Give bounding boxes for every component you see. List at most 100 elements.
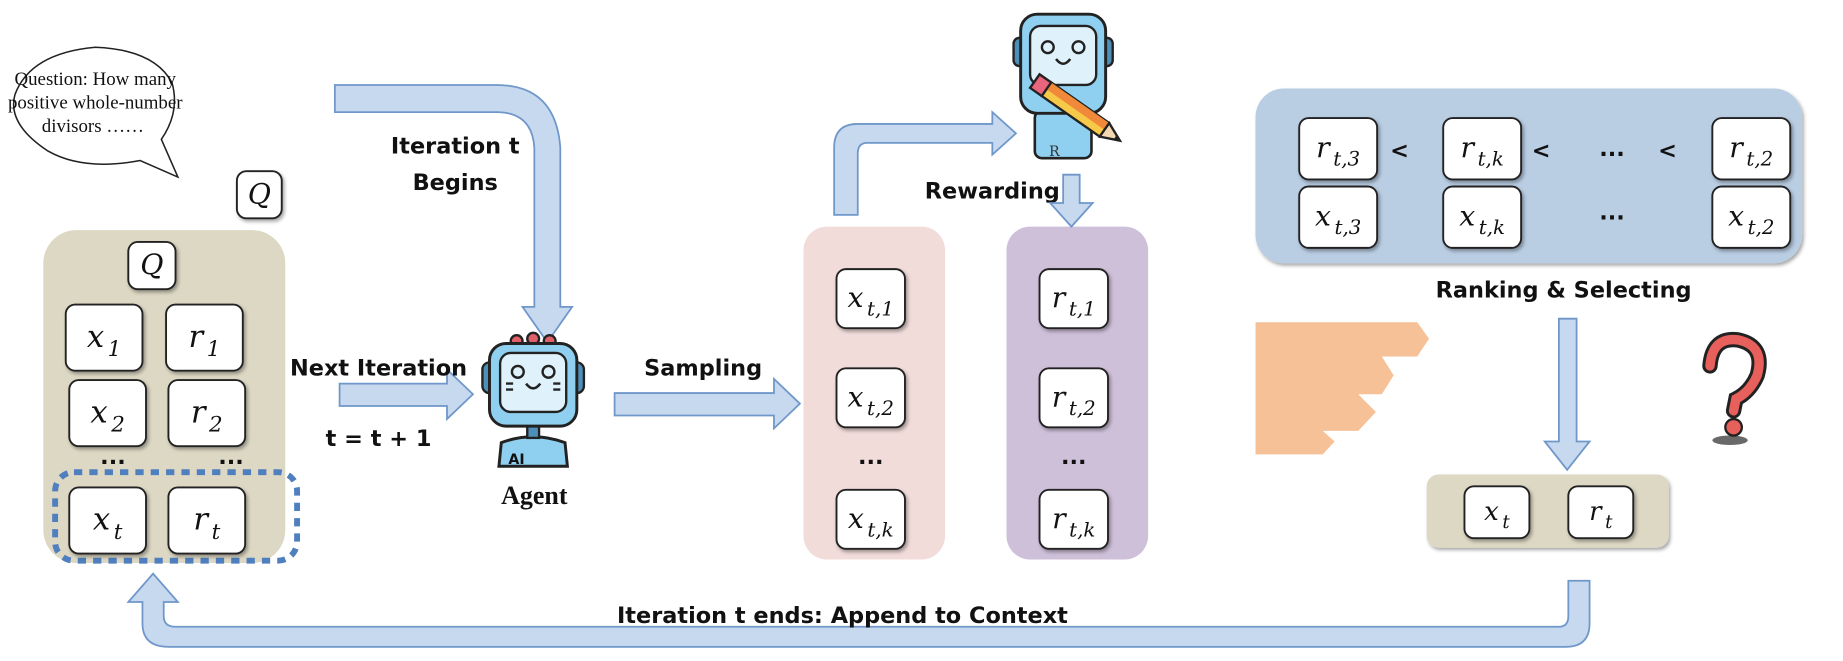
- math-symbol: Q: [248, 177, 271, 210]
- question-q-box: Q: [235, 170, 283, 220]
- speech-bubble-icon: [12, 46, 180, 179]
- math-subscript: t,1: [867, 298, 894, 321]
- box-frame: [1463, 485, 1531, 540]
- math-variable: x: [1459, 200, 1475, 233]
- box-frame: [1442, 185, 1523, 249]
- rewards-ellipsis: ...: [1061, 444, 1087, 470]
- box-frame: [68, 379, 147, 448]
- box-frame: [1567, 485, 1635, 540]
- math-subscript: 2: [208, 413, 223, 438]
- agent-label: Agent: [501, 481, 568, 510]
- math-subscript: t: [212, 520, 221, 545]
- rewarding-label: Rewarding: [925, 178, 1060, 204]
- math-variable: x: [848, 380, 864, 413]
- ranking-lt-3: <: [1658, 138, 1677, 164]
- math-variable: x: [1728, 200, 1744, 233]
- box-frame: [167, 379, 247, 448]
- question-mark-icon: [1702, 331, 1767, 445]
- ranking-ellipsis-r: ...: [1599, 136, 1625, 162]
- math-variable: x: [848, 281, 864, 314]
- ranking-lt-2: <: [1532, 138, 1551, 164]
- question-line-1: Question: How many: [15, 69, 177, 90]
- math-subscript: t,k: [1478, 148, 1504, 171]
- box-frame: [68, 486, 147, 555]
- box-frame: [1298, 185, 1379, 249]
- box-frame: [1711, 117, 1792, 181]
- math-variable: x: [87, 320, 104, 355]
- math-variable: x: [1315, 200, 1331, 233]
- math-subscript: t,3: [1334, 216, 1361, 239]
- question-line-2: positive whole-number: [8, 93, 183, 114]
- box-frame: [1442, 117, 1523, 181]
- math-subscript: t,k: [867, 518, 893, 541]
- reward-robot-icon: R: [1012, 12, 1114, 160]
- iteration-begins-arrow: [333, 84, 574, 344]
- math-variable: r: [1052, 281, 1067, 314]
- math-variable: r: [1316, 131, 1331, 164]
- sampling-arrow: [613, 376, 802, 431]
- samples-ellipsis: ...: [858, 444, 884, 470]
- math-variable: x: [848, 502, 864, 535]
- box-frame: [64, 303, 144, 372]
- math-subscript: t: [1605, 512, 1613, 533]
- math-variable: x: [1484, 497, 1499, 527]
- next-iteration-label: Next Iteration: [290, 355, 467, 381]
- math-subscript: t,2: [1746, 148, 1773, 171]
- math-subscript: t: [1502, 512, 1510, 533]
- math-label: Q: [140, 248, 163, 281]
- math-subscript: t: [114, 520, 123, 545]
- box-frame: [1038, 268, 1109, 330]
- context-q-box: Q: [127, 241, 177, 291]
- math-variable: r: [1729, 131, 1744, 164]
- reward-down-arrow: [1048, 173, 1095, 228]
- iteration-begins-label-2: Begins: [413, 170, 498, 196]
- box-frame: [835, 488, 906, 550]
- next-iteration-arrow: [338, 367, 475, 422]
- math-subscript: 2: [110, 413, 125, 438]
- box-frame: [235, 170, 283, 220]
- math-subscript: t,k: [1479, 216, 1505, 239]
- selection-arrow: [1542, 317, 1592, 472]
- latest-pair-highlight: [52, 469, 301, 564]
- math-variable: r: [1052, 380, 1067, 413]
- pencil-icon: [1028, 72, 1123, 143]
- t-update-label: t = t + 1: [326, 426, 432, 452]
- agent-badge: AI: [508, 452, 524, 468]
- iteration-begins-label-1: Iteration t: [391, 133, 520, 159]
- math-variable: r: [1052, 502, 1067, 535]
- orange-shape-icon: [1255, 322, 1430, 455]
- math-variable: x: [93, 503, 110, 538]
- math-subscript: t,k: [1069, 518, 1095, 541]
- math-subscript: t,3: [1333, 148, 1360, 171]
- to-reward-model-arrow: [833, 110, 1018, 216]
